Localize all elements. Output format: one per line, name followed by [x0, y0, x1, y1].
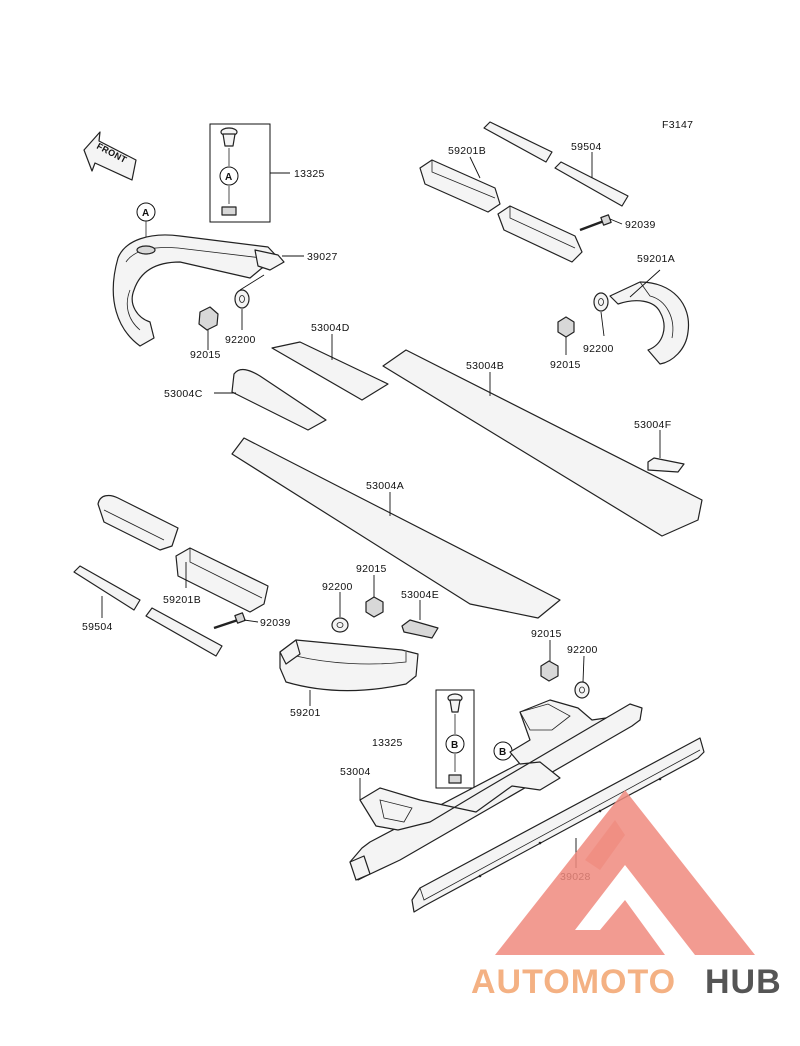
label-92200-mid: 92200	[322, 581, 353, 593]
grab-rail-right	[609, 281, 690, 365]
rail-cover-top-b	[497, 205, 583, 263]
label-59504-bottom: 59504	[82, 621, 113, 633]
rail-cover-59201b-bottom	[175, 547, 269, 613]
nut-bottom-right	[540, 640, 559, 682]
grab-rail-left	[112, 234, 285, 347]
label-92015-right: 92015	[550, 359, 581, 371]
label-92039-bottom: 92039	[260, 617, 291, 629]
decal-53004d	[271, 341, 389, 401]
washer-right	[593, 292, 609, 337]
label-13325-top: 13325	[294, 168, 325, 180]
callout-a-icon	[219, 166, 239, 186]
decal-53004c	[231, 368, 327, 431]
bolt-92039-top	[579, 214, 623, 232]
decal-53004b	[382, 349, 703, 537]
decal-53004e	[401, 600, 439, 639]
callout-a-rail-label: A	[142, 208, 149, 219]
label-13325-bottom: 13325	[372, 737, 403, 749]
washer-left	[234, 274, 265, 330]
callout-b-icon	[445, 734, 465, 754]
label-59201a: 59201A	[637, 253, 675, 265]
decal-53004f	[647, 457, 685, 473]
decal-53004a	[231, 437, 561, 619]
trim-strip-59504-bottom	[73, 565, 141, 611]
callout-b-rail-label: B	[499, 747, 506, 758]
label-53004e: 53004E	[401, 589, 439, 601]
clamp-set-b: B	[435, 689, 475, 789]
label-92015-bottom-right: 92015	[531, 628, 562, 640]
label-59201b-bottom: 59201B	[163, 594, 201, 606]
nut-left	[198, 306, 219, 350]
callout-b-label: B	[451, 740, 458, 751]
logo-text-hub: HUB	[705, 963, 782, 1001]
bolt-92039-bottom	[213, 612, 259, 630]
bumper-39028	[411, 737, 705, 913]
grab-handle-59201	[279, 639, 419, 692]
callout-a-label: A	[225, 172, 232, 183]
label-53004f: 53004F	[634, 419, 671, 431]
label-92200-right: 92200	[583, 343, 614, 355]
label-53004b: 53004B	[466, 360, 504, 372]
rear-frame-53004	[349, 699, 643, 881]
label-92039-top: 92039	[625, 219, 656, 231]
rail-cover-59201b-top	[419, 159, 501, 213]
front-arrow-icon: FRONT	[83, 131, 137, 181]
nut-right	[557, 316, 575, 355]
figure-code: F3147	[662, 119, 693, 131]
label-92015-mid: 92015	[356, 563, 387, 575]
label-53004d: 53004D	[311, 322, 350, 334]
label-92015-left: 92015	[190, 349, 221, 361]
label-59504-top: 59504	[571, 141, 602, 153]
washer-bottom-right	[574, 655, 590, 699]
label-53004: 53004	[340, 766, 371, 778]
logo-triangle-icon	[495, 790, 755, 955]
label-39027: 39027	[307, 251, 338, 263]
label-92200-left: 92200	[225, 334, 256, 346]
nut-mid	[365, 575, 384, 618]
label-53004a: 53004A	[366, 480, 404, 492]
clamp-set-a: A	[209, 123, 290, 223]
washer-mid	[331, 592, 349, 633]
trim-strip-bottom-b	[145, 607, 223, 657]
logo-text-automoto: AUTOMOTO	[471, 963, 676, 1001]
label-92200-bottom-right: 92200	[567, 644, 598, 656]
trim-strip-59504-top	[554, 161, 629, 207]
label-53004c: 53004C	[164, 388, 203, 400]
rail-cover-bottom-a	[97, 494, 179, 551]
label-59201b-top: 59201B	[448, 145, 486, 157]
label-59201: 59201	[290, 707, 321, 719]
automotohub-logo: AUTOMOTO HUB	[471, 790, 782, 1001]
trim-strip-top-a	[483, 121, 553, 163]
